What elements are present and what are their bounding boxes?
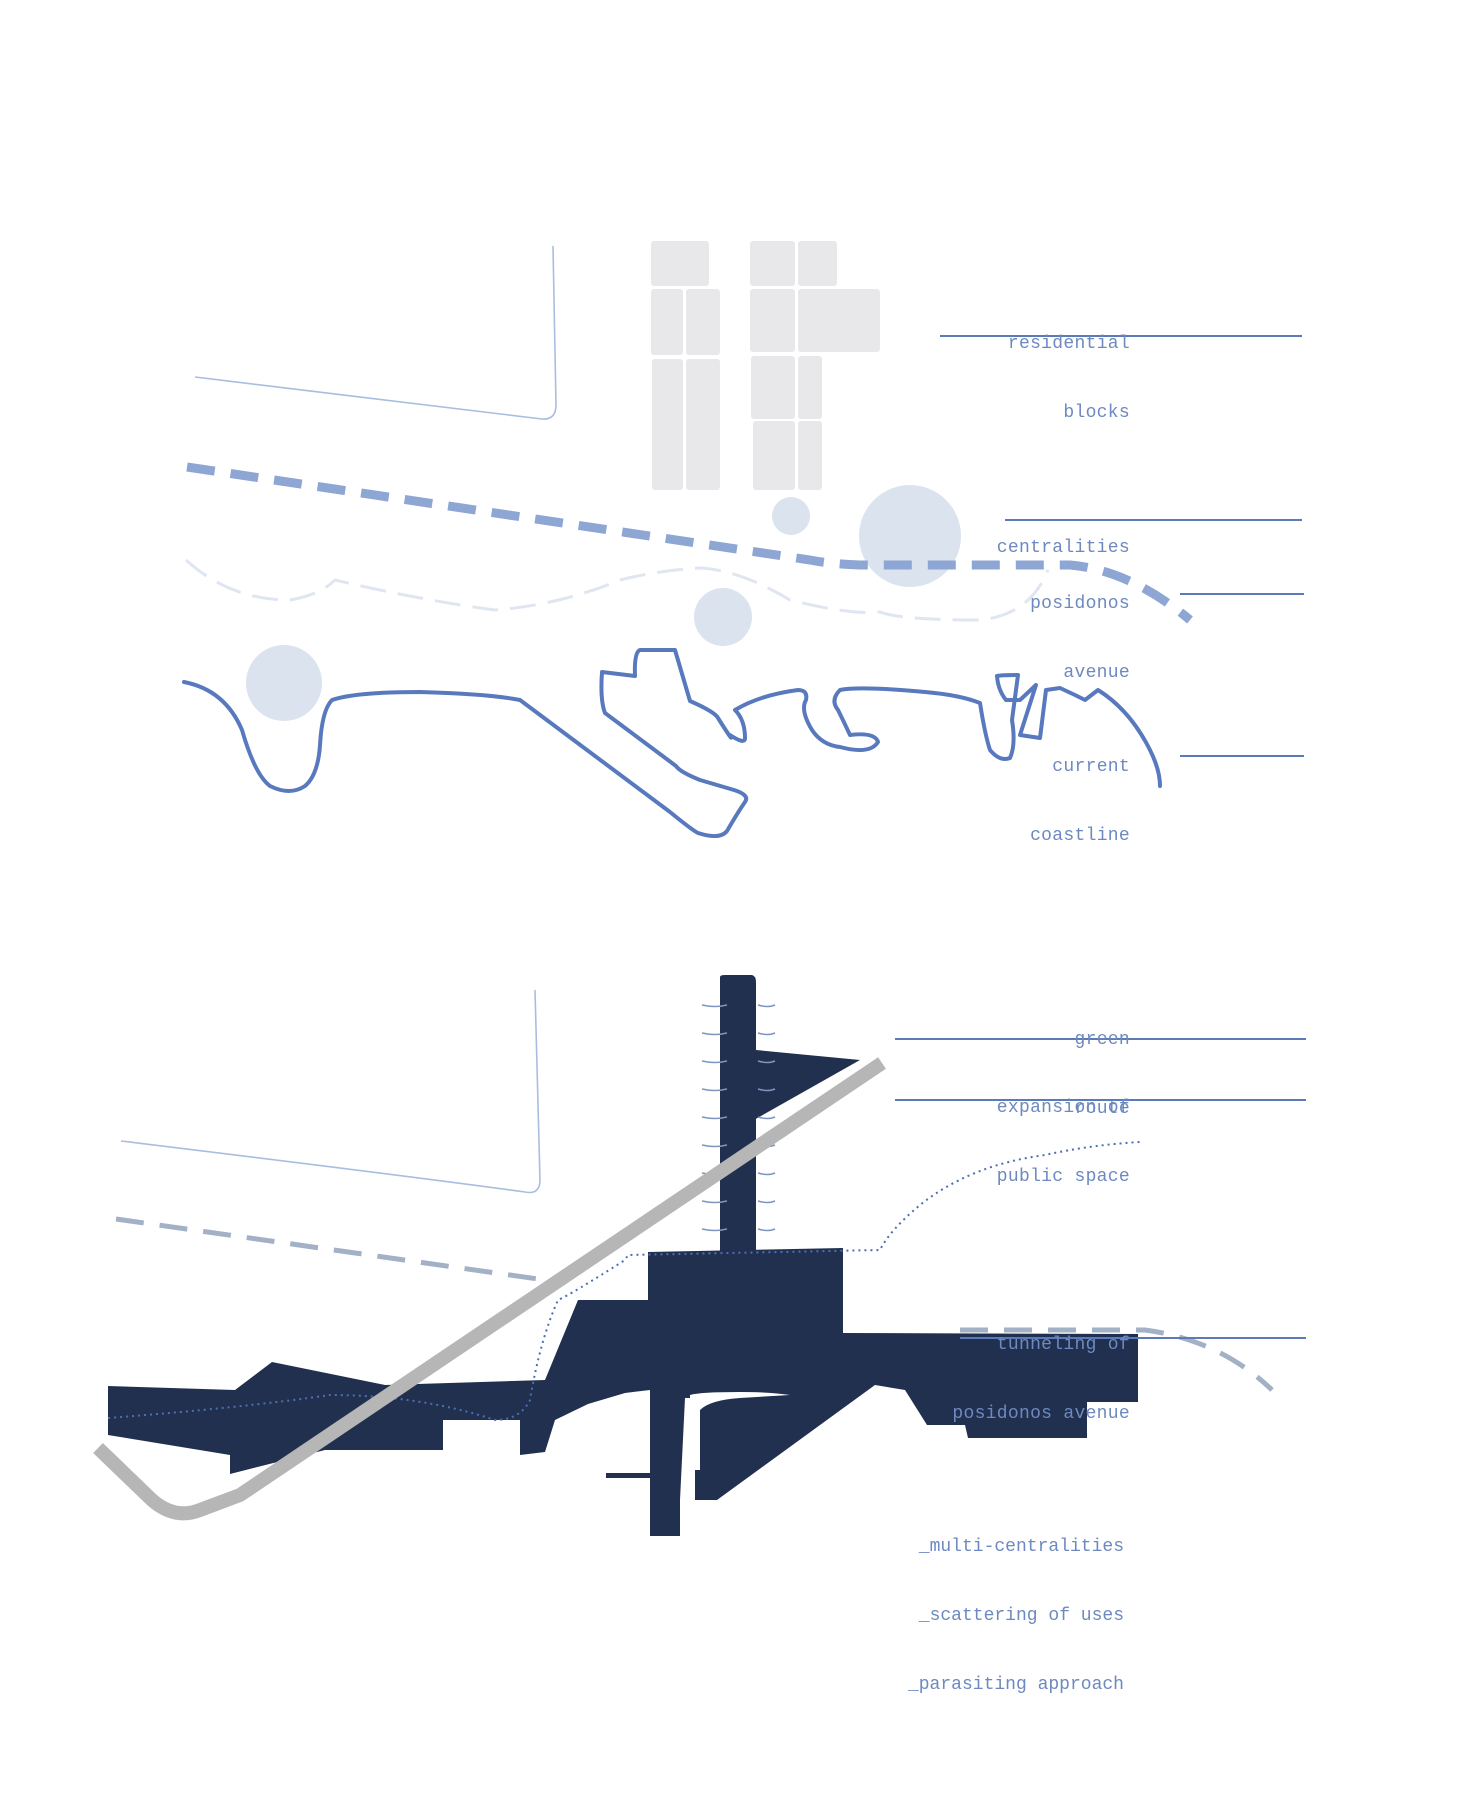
public-space-expansion bbox=[108, 975, 1138, 1536]
tunneling-path bbox=[93, 1057, 886, 1521]
leader-lines bbox=[895, 335, 1306, 1339]
label-line: blocks bbox=[1063, 403, 1130, 423]
strategy-notes: _multi-centralities _scattering of uses … bbox=[908, 1490, 1124, 1720]
label-current-coastline: current coastline bbox=[1030, 710, 1130, 871]
label-line: posidonos bbox=[1030, 594, 1130, 614]
label-posidonos-avenue: posidonos avenue bbox=[1030, 547, 1130, 708]
label-line: coastline bbox=[1030, 826, 1130, 846]
label-tunneling-posidonos: tunneling of posidonos avenue bbox=[952, 1288, 1130, 1449]
bottom-road-outline bbox=[120, 989, 541, 1194]
label-expansion-public-space: expansion of public space bbox=[997, 1051, 1130, 1212]
label-centralities: centralities bbox=[997, 491, 1130, 583]
centrality-circle bbox=[246, 645, 322, 721]
note-line: _scattering of uses bbox=[918, 1606, 1124, 1626]
label-line: current bbox=[1052, 757, 1130, 777]
label-line: public space bbox=[996, 1167, 1130, 1187]
label-line: tunneling of bbox=[996, 1335, 1130, 1355]
label-residential-blocks: residential blocks bbox=[1008, 287, 1130, 448]
centrality-circle bbox=[694, 588, 752, 646]
label-line: avenue bbox=[1063, 663, 1130, 683]
centrality-circle bbox=[772, 497, 810, 535]
note-line: _multi-centralities bbox=[918, 1537, 1124, 1557]
residential-blocks bbox=[651, 241, 880, 490]
posidonos-avenue bbox=[186, 462, 1193, 624]
green-route-branch bbox=[745, 1050, 860, 1125]
label-line: residential bbox=[1007, 334, 1130, 354]
bottom-posidonos-avenue bbox=[115, 1216, 546, 1283]
green-route-markers bbox=[701, 1004, 776, 1232]
current-coastline bbox=[182, 648, 1162, 838]
bottom-posidonos-avenue-east bbox=[960, 1327, 1274, 1392]
note-line: _parasiting approach bbox=[907, 1675, 1124, 1695]
label-line: green bbox=[1074, 1030, 1130, 1050]
label-line: centralities bbox=[996, 538, 1130, 558]
top-road-outline bbox=[194, 245, 557, 420]
plaza-cutout bbox=[690, 1392, 790, 1470]
centralities bbox=[246, 485, 961, 721]
label-line: posidonos avenue bbox=[952, 1404, 1130, 1424]
green-route-spine bbox=[720, 975, 756, 1252]
label-line: expansion of bbox=[996, 1098, 1130, 1118]
centrality-circle bbox=[859, 485, 961, 587]
label-line: route bbox=[1074, 1099, 1130, 1119]
label-green-route: green route bbox=[1074, 983, 1130, 1144]
top-diagram bbox=[182, 241, 1193, 838]
bottom-diagram bbox=[93, 975, 1274, 1536]
dotted-route bbox=[107, 1141, 1141, 1422]
